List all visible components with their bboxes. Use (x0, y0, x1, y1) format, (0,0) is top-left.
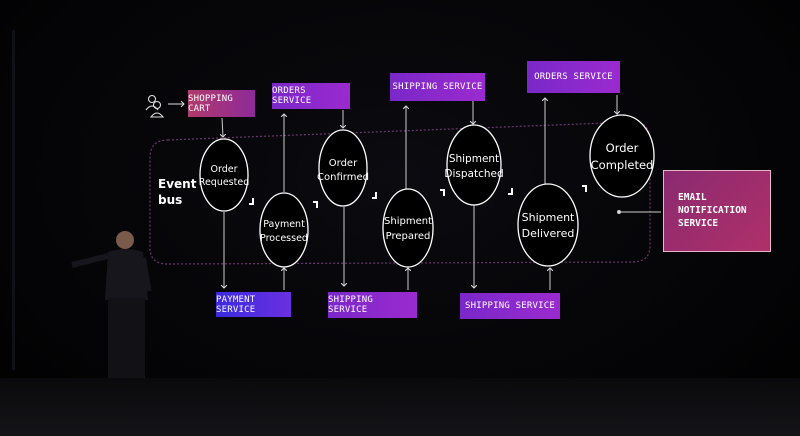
sequence-markers (249, 185, 587, 208)
shipping-service-box-top: SHIPPING SERVICE (390, 73, 485, 101)
email-line-3: SERVICE (678, 218, 719, 229)
presenter (71, 231, 152, 400)
shipping-service-box-1: SHIPPING SERVICE (328, 292, 417, 318)
connectors (222, 95, 661, 290)
shipping-service-box-2: SHIPPING SERVICE (460, 293, 560, 319)
orders-service-box-1: ORDERS SERVICE (272, 83, 350, 109)
email-notification-service-box: EMAIL NOTIFICATION SERVICE (663, 170, 771, 252)
email-line-1: EMAIL (678, 192, 707, 203)
payment-service-box: PAYMENT SERVICE (216, 292, 291, 317)
screen-edge (12, 30, 15, 370)
users-icon (145, 94, 165, 118)
orders-service-box-2: ORDERS SERVICE (527, 61, 620, 93)
shopping-cart-box: SHOPPING CART (188, 90, 255, 117)
stage-floor (0, 378, 800, 436)
email-line-2: NOTIFICATION (678, 205, 747, 216)
